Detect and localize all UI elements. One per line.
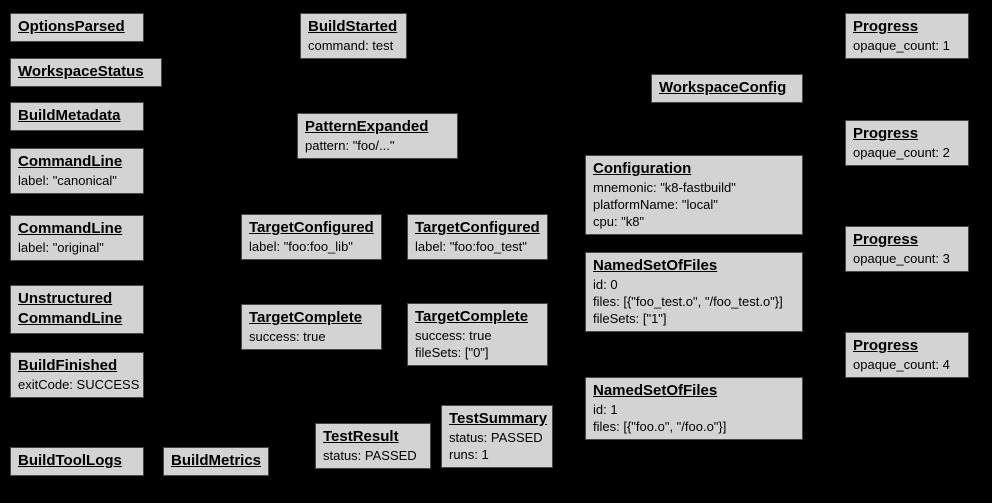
node-attribute: label: "foo:foo_lib" xyxy=(249,239,353,254)
node-progress-1: Progress opaque_count: 1 xyxy=(845,13,969,59)
node-title: Progress xyxy=(853,337,919,354)
node-attribute: fileSets: ["1"] xyxy=(593,311,667,326)
node-attribute: runs: 1 xyxy=(449,447,489,462)
node-title: BuildToolLogs xyxy=(18,452,122,469)
node-title: TestSummary xyxy=(449,410,548,427)
node-attribute: id: 0 xyxy=(593,277,618,292)
node-title: TargetConfigured xyxy=(249,219,374,236)
node-title: CommandLine xyxy=(18,153,123,170)
node-attribute: opaque_count: 3 xyxy=(853,251,950,266)
node-progress-2: Progress opaque_count: 2 xyxy=(845,120,969,166)
node-configuration: Configuration mnemonic: "k8-fastbuild" p… xyxy=(585,155,803,235)
node-title: BuildFinished xyxy=(18,357,118,374)
node-target-configured-foo-test: TargetConfigured label: "foo:foo_test" xyxy=(407,214,548,260)
node-title: TargetComplete xyxy=(249,309,363,326)
node-test-summary: TestSummary status: PASSED runs: 1 xyxy=(441,405,553,468)
node-build-metadata: BuildMetadata xyxy=(10,102,144,131)
node-title: NamedSetOfFiles xyxy=(593,382,718,399)
node-title: WorkspaceConfig xyxy=(659,79,787,96)
node-target-complete-foo-lib: TargetComplete success: true xyxy=(241,304,382,350)
node-attribute: label: "foo:foo_test" xyxy=(415,239,527,254)
node-target-configured-foo-lib: TargetConfigured label: "foo:foo_lib" xyxy=(241,214,382,260)
node-attribute: status: PASSED xyxy=(323,448,417,463)
node-attribute: command: test xyxy=(308,38,394,53)
node-progress-3: Progress opaque_count: 3 xyxy=(845,226,969,272)
node-target-complete-foo-test: TargetComplete success: true fileSets: [… xyxy=(407,303,548,366)
node-pattern-expanded: PatternExpanded pattern: "foo/..." xyxy=(297,113,458,159)
node-workspace-status: WorkspaceStatus xyxy=(10,58,162,87)
node-attribute: files: [{"foo.o", "/foo.o"}] xyxy=(593,419,727,434)
node-title: TargetConfigured xyxy=(415,219,540,236)
node-attribute: exitCode: SUCCESS xyxy=(18,377,140,392)
node-title: BuildMetrics xyxy=(171,452,262,469)
node-attribute: files: [{"foo_test.o", "/foo_test.o"}] xyxy=(593,294,783,309)
node-title: TestResult xyxy=(323,428,399,445)
node-title: PatternExpanded xyxy=(305,118,429,135)
node-title: TargetComplete xyxy=(415,308,529,325)
node-title: WorkspaceStatus xyxy=(18,63,144,80)
node-title: BuildStarted xyxy=(308,18,398,35)
node-attribute: opaque_count: 4 xyxy=(853,357,950,372)
node-build-finished: BuildFinished exitCode: SUCCESS xyxy=(10,352,144,398)
node-attribute: mnemonic: "k8-fastbuild" xyxy=(593,180,736,195)
node-attribute: status: PASSED xyxy=(449,430,543,445)
node-attribute: pattern: "foo/..." xyxy=(305,138,395,153)
node-unstructured-command-line: Unstructured CommandLine xyxy=(10,285,144,334)
node-attribute: label: "canonical" xyxy=(18,173,117,188)
node-attribute: success: true xyxy=(249,329,326,344)
node-title: BuildMetadata xyxy=(18,107,121,124)
node-title: NamedSetOfFiles xyxy=(593,257,718,274)
node-options-parsed: OptionsParsed xyxy=(10,13,144,42)
node-named-set-of-files-1: NamedSetOfFiles id: 1 files: [{"foo.o", … xyxy=(585,377,803,440)
node-build-metrics: BuildMetrics xyxy=(163,447,269,476)
node-title: Progress xyxy=(853,18,919,35)
node-progress-4: Progress opaque_count: 4 xyxy=(845,332,969,378)
node-attribute: id: 1 xyxy=(593,402,618,417)
node-attribute: opaque_count: 1 xyxy=(853,38,950,53)
node-title: Progress xyxy=(853,231,919,248)
node-build-started: BuildStarted command: test xyxy=(300,13,407,59)
node-named-set-of-files-0: NamedSetOfFiles id: 0 files: [{"foo_test… xyxy=(585,252,803,332)
node-attribute: platformName: "local" xyxy=(593,197,718,212)
node-title: Unstructured CommandLine xyxy=(18,290,123,327)
node-test-result: TestResult status: PASSED xyxy=(315,423,431,469)
node-title: OptionsParsed xyxy=(18,18,125,35)
node-title: CommandLine xyxy=(18,220,123,237)
node-attribute: success: true xyxy=(415,328,492,343)
node-title: Configuration xyxy=(593,160,692,177)
node-build-tool-logs: BuildToolLogs xyxy=(10,447,144,476)
node-attribute: fileSets: ["0"] xyxy=(415,345,489,360)
node-attribute: opaque_count: 2 xyxy=(853,145,950,160)
node-workspace-config: WorkspaceConfig xyxy=(651,74,803,103)
node-attribute: cpu: "k8" xyxy=(593,214,645,229)
node-command-line-original: CommandLine label: "original" xyxy=(10,215,144,261)
node-attribute: label: "original" xyxy=(18,240,104,255)
node-command-line-canonical: CommandLine label: "canonical" xyxy=(10,148,144,194)
node-title: Progress xyxy=(853,125,919,142)
